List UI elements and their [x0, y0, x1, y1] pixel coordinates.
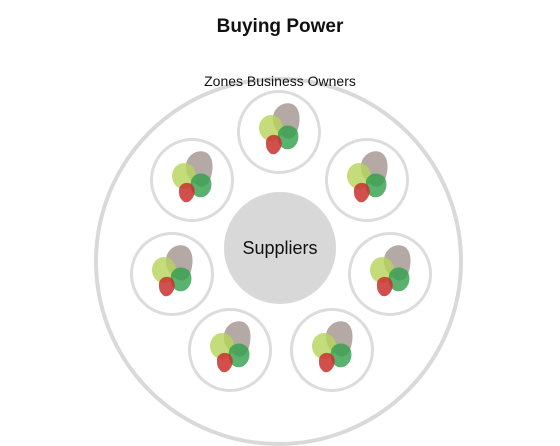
green-blob: [277, 125, 299, 150]
red-blob: [377, 276, 393, 297]
red-blob: [319, 352, 335, 373]
green-blob: [170, 267, 192, 292]
lime-blob: [312, 333, 336, 359]
zone-circle: [325, 138, 409, 222]
zone-circle: [188, 308, 272, 392]
zone-circle: [290, 308, 374, 392]
zone-circle: [348, 232, 432, 316]
center-circle: Suppliers: [224, 192, 336, 304]
blob-cluster: [210, 321, 251, 373]
green-blob: [190, 173, 212, 198]
blob-cluster: [259, 103, 300, 155]
lime-blob: [172, 163, 196, 189]
green-blob: [228, 343, 250, 368]
red-blob: [354, 182, 370, 203]
ring-label: Zones Business Owners: [204, 73, 356, 89]
green-blob: [330, 343, 352, 368]
lime-blob: [370, 257, 394, 283]
blob-cluster: [347, 151, 388, 203]
lime-blob: [259, 115, 283, 141]
red-blob: [217, 352, 233, 373]
blob-cluster: [172, 151, 213, 203]
red-blob: [179, 182, 195, 203]
blob-cluster: [370, 245, 411, 297]
red-blob: [266, 134, 282, 155]
green-blob: [388, 267, 410, 292]
zone-circle: [237, 90, 321, 174]
red-blob: [159, 276, 175, 297]
zone-circle: [150, 138, 234, 222]
blob-cluster: [312, 321, 353, 373]
lime-blob: [210, 333, 234, 359]
zone-circle: [130, 232, 214, 316]
lime-blob: [152, 257, 176, 283]
blob-cluster: [152, 245, 193, 297]
lime-blob: [347, 163, 371, 189]
center-label: Suppliers: [242, 237, 318, 258]
diagram-title: Buying Power: [216, 16, 344, 37]
green-blob: [365, 173, 387, 198]
